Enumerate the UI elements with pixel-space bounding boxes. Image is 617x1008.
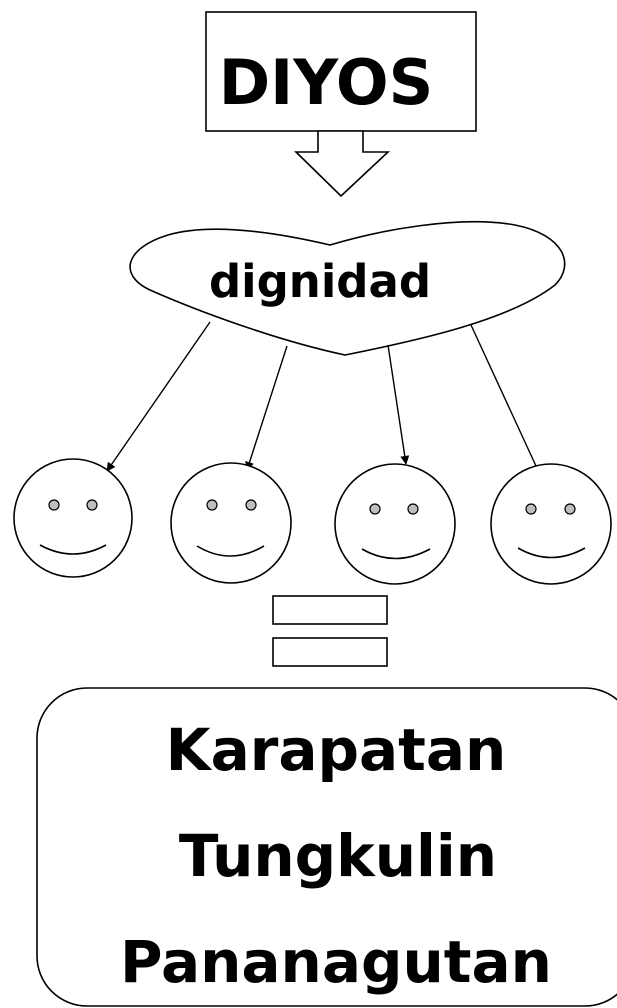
face-outline bbox=[490, 463, 612, 585]
eye-left bbox=[48, 499, 60, 511]
smiley-face-1 bbox=[13, 458, 133, 578]
face-outline bbox=[13, 458, 133, 578]
down-arrow-icon bbox=[294, 130, 391, 198]
equals-bar-bottom bbox=[272, 637, 388, 667]
smile-mouth bbox=[196, 545, 265, 557]
heart-label: dignidad bbox=[209, 255, 431, 308]
eye-right bbox=[407, 503, 419, 515]
smiley-face-2 bbox=[170, 462, 292, 584]
eye-right bbox=[245, 499, 257, 511]
value-tungkulin: Tungkulin bbox=[179, 822, 497, 890]
face-outline bbox=[170, 462, 292, 584]
smiley-face-4 bbox=[490, 463, 612, 585]
value-pananagutan: Pananagutan bbox=[120, 928, 552, 996]
arrow-to-face-1 bbox=[106, 321, 211, 472]
eye-left bbox=[525, 503, 537, 515]
smile-mouth bbox=[517, 547, 586, 559]
values-box bbox=[36, 687, 617, 1007]
equals-sign-icon bbox=[272, 595, 388, 667]
arrow-to-face-2 bbox=[245, 345, 288, 471]
diyos-box bbox=[205, 11, 477, 132]
eye-left bbox=[206, 499, 218, 511]
equals-bar-top bbox=[272, 595, 388, 625]
eye-left bbox=[369, 503, 381, 515]
eye-right bbox=[564, 503, 576, 515]
value-karapatan: Karapatan bbox=[166, 716, 507, 784]
arrow-to-face-4 bbox=[470, 324, 543, 480]
diyos-label: DIYOS bbox=[219, 46, 434, 119]
smile-mouth bbox=[361, 548, 431, 560]
smiley-face-3 bbox=[334, 463, 456, 585]
eye-right bbox=[86, 499, 98, 511]
arrow-to-face-3 bbox=[387, 344, 410, 465]
face-outline bbox=[334, 463, 456, 585]
heart-shape bbox=[129, 220, 566, 356]
smile-mouth bbox=[39, 544, 107, 555]
